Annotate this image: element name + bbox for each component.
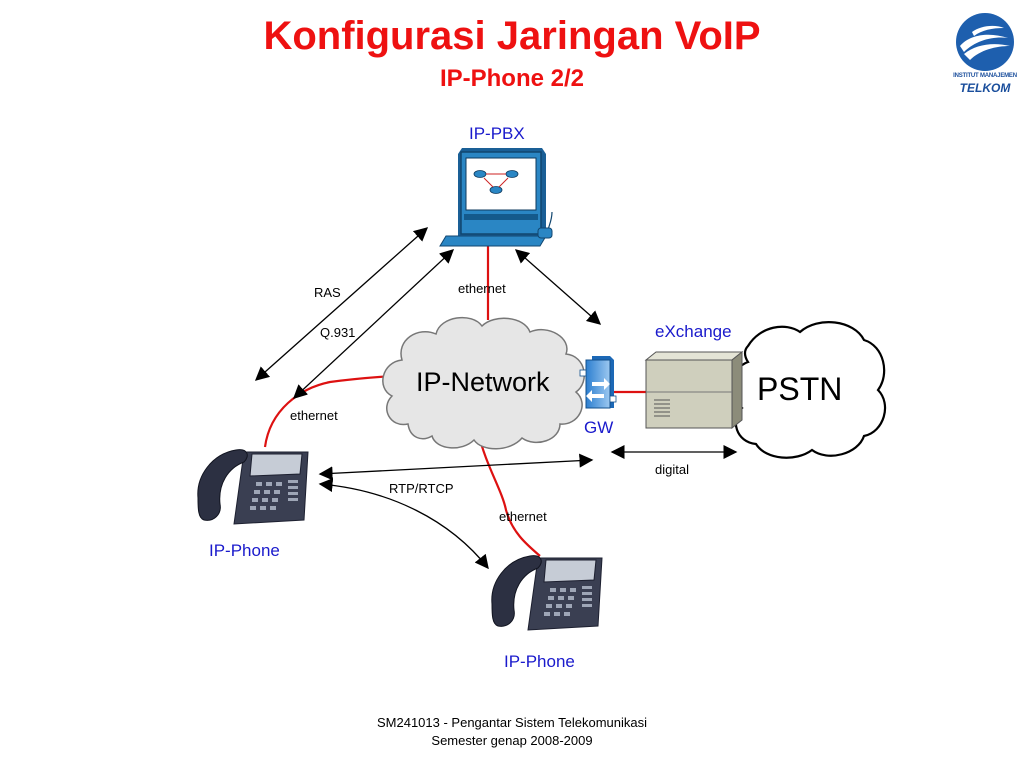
arrow-rtp	[318, 478, 489, 570]
exchange-label: eXchange	[655, 322, 732, 341]
arrow-pbx-gw	[514, 249, 602, 325]
q931-label: Q.931	[320, 325, 356, 340]
exchange-switch-icon	[644, 350, 744, 430]
ethernet-bottom-label: ethernet	[499, 509, 547, 524]
logo-line1: INSTITUT MANAJEMEN	[953, 73, 1017, 79]
ip-network-cloud	[382, 316, 586, 450]
footer-course: SM241013 - Pengantar Sistem Telekomunika…	[376, 715, 648, 730]
digital-label: digital	[655, 462, 689, 477]
arrow-q931	[292, 249, 455, 399]
ethernet-link-bottom-phone	[476, 431, 541, 557]
arrow-phone-gw	[318, 453, 594, 481]
ethernet-left-label: ethernet	[290, 408, 338, 423]
slide-title: Konfigurasi Jaringan VoIP	[263, 14, 761, 58]
telkom-logo: INSTITUT MANAJEMEN TELKOM	[950, 12, 1020, 96]
slide-subtitle: IP-Phone 2/2	[439, 65, 585, 92]
ip-phone-bottom-label: IP-Phone	[504, 652, 575, 671]
ip-phone-bottom-icon	[491, 555, 603, 631]
logo-emblem-icon	[956, 13, 1014, 71]
rtp-rtcp-label: RTP/RTCP	[389, 481, 454, 496]
gateway-icon	[579, 356, 617, 409]
gw-label: GW	[584, 418, 614, 437]
ip-phone-left-label: IP-Phone	[209, 541, 280, 560]
ip-phone-left-icon	[197, 449, 309, 525]
pstn-label: PSTN	[757, 371, 843, 407]
footer: SM241013 - Pengantar Sistem Telekomunika…	[0, 714, 1024, 750]
logo-line2: TELKOM	[959, 81, 1011, 95]
ras-label: RAS	[314, 285, 341, 300]
ethernet-top-label: ethernet	[458, 281, 506, 296]
footer-semester: Semester genap 2008-2009	[431, 733, 593, 748]
ippbx-computer-icon	[439, 148, 553, 247]
ippbx-label: IP-PBX	[469, 124, 525, 143]
ip-network-label: IP-Network	[416, 367, 550, 397]
